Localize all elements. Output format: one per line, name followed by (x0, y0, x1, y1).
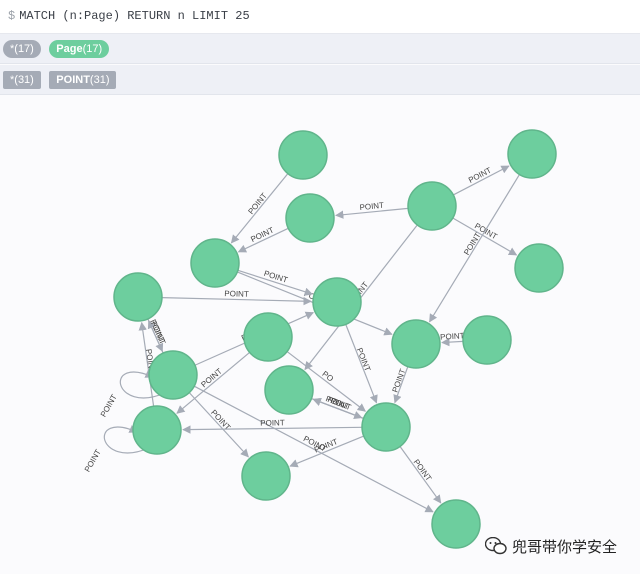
relationship-point[interactable]: POINT (440, 331, 465, 347)
page-node[interactable] (264, 365, 314, 415)
relationship-label: POINT (99, 393, 119, 419)
relationship-label: POINT (249, 225, 275, 244)
relationship-line[interactable] (345, 324, 378, 404)
page-node[interactable] (312, 277, 362, 327)
relationship-label: POINT (391, 368, 408, 394)
legend-type-point[interactable]: POINT(31) (49, 71, 117, 89)
node-labels-legend: *(17) Page(17) (0, 34, 640, 64)
page-node[interactable] (132, 405, 182, 455)
relationship-point[interactable]: POINT (335, 201, 409, 219)
relationship-label: POINT (199, 367, 224, 390)
relationship-label: POINT (148, 318, 166, 344)
relationship-point[interactable]: POINT (452, 217, 518, 256)
relationship-line[interactable] (441, 337, 464, 347)
page-node[interactable] (431, 499, 481, 549)
watermark-text: 兜哥带你学安全 (512, 538, 618, 556)
relationship-point[interactable]: POINT (188, 392, 249, 458)
relationship-label: POINT (260, 418, 285, 427)
relationship-line[interactable] (289, 435, 365, 468)
relationship-point[interactable]: POINT (161, 289, 312, 306)
relationship-line[interactable] (182, 425, 363, 434)
page-node[interactable] (407, 181, 457, 231)
page-node[interactable] (507, 129, 557, 179)
relationship-types-legend: *(31) POINT(31) (0, 65, 640, 95)
relationship-loop-line[interactable] (119, 370, 166, 399)
relationship-point[interactable]: POINT (391, 366, 409, 404)
relationship-line[interactable] (286, 351, 366, 412)
relationship-line[interactable] (453, 165, 510, 196)
page-node[interactable] (241, 451, 291, 501)
relationship-line[interactable] (147, 318, 164, 353)
relationship-label: POINT (467, 166, 493, 185)
relationship-line[interactable] (176, 351, 250, 414)
relationship-point[interactable]: POINT (147, 318, 167, 353)
legend-type-all[interactable]: *(31) (3, 71, 41, 89)
relationship-label: POINT (412, 458, 434, 483)
page-node[interactable] (285, 193, 335, 243)
relationship-point[interactable]: PO (286, 351, 366, 412)
relationship-loop-line[interactable] (103, 425, 150, 454)
relationship-point[interactable]: POINT (289, 435, 365, 468)
relationship-line[interactable] (161, 296, 312, 306)
relationship-line[interactable] (335, 207, 409, 219)
relationship-line[interactable] (429, 174, 521, 323)
relationship-point[interactable]: POINT (399, 446, 442, 504)
relationship-label: POINT (246, 191, 268, 216)
relationship-line[interactable] (452, 217, 518, 256)
page-node[interactable] (278, 130, 328, 180)
relationship-line[interactable] (230, 173, 289, 244)
page-node[interactable] (243, 312, 293, 362)
relationship-point[interactable]: POINT (311, 394, 363, 419)
relationship-line[interactable] (399, 446, 442, 504)
legend-label-all[interactable]: *(17) (3, 40, 41, 58)
relationship-label: POINT (224, 289, 249, 299)
page-node[interactable] (190, 238, 240, 288)
relationship-line[interactable] (188, 392, 249, 458)
query-prompt: $ (8, 9, 16, 23)
page-node[interactable] (391, 319, 441, 369)
nodes-layer (113, 129, 564, 549)
relationship-point[interactable]: POINT (182, 418, 363, 434)
relationship-label: POINT (359, 201, 384, 212)
relationship-line[interactable] (193, 385, 434, 513)
relationship-point[interactable]: POINT (237, 269, 314, 296)
wechat-icon (485, 537, 507, 555)
query-text: MATCH (n:Page) RETURN n LIMIT 25 (19, 9, 250, 23)
page-node[interactable] (514, 243, 564, 293)
relationship-point[interactable]: POINT (453, 165, 510, 196)
relationship-point[interactable]: POINT (345, 324, 378, 404)
legend-label-page[interactable]: Page(17) (49, 40, 110, 58)
relationship-label: PO (320, 369, 335, 383)
relationship-line[interactable] (237, 269, 314, 296)
relationship-label: POINT (462, 231, 482, 257)
relationship-label: POINT (440, 331, 465, 341)
relationship-line[interactable] (237, 227, 289, 253)
relationship-line[interactable] (311, 397, 363, 419)
page-node[interactable] (113, 272, 163, 322)
relationship-line[interactable] (393, 366, 409, 404)
page-node[interactable] (361, 402, 411, 452)
relationship-label: POINT (83, 448, 103, 474)
page-node[interactable] (462, 315, 512, 365)
relationship-point[interactable]: POINT (237, 225, 289, 253)
watermark: 兜哥带你学安全 (485, 534, 617, 558)
relationship-label: POINT (355, 347, 372, 373)
relationship-line[interactable] (138, 321, 155, 407)
query-editor[interactable]: $MATCH (n:Page) RETURN n LIMIT 25 (0, 0, 640, 34)
page-node[interactable] (148, 350, 198, 400)
